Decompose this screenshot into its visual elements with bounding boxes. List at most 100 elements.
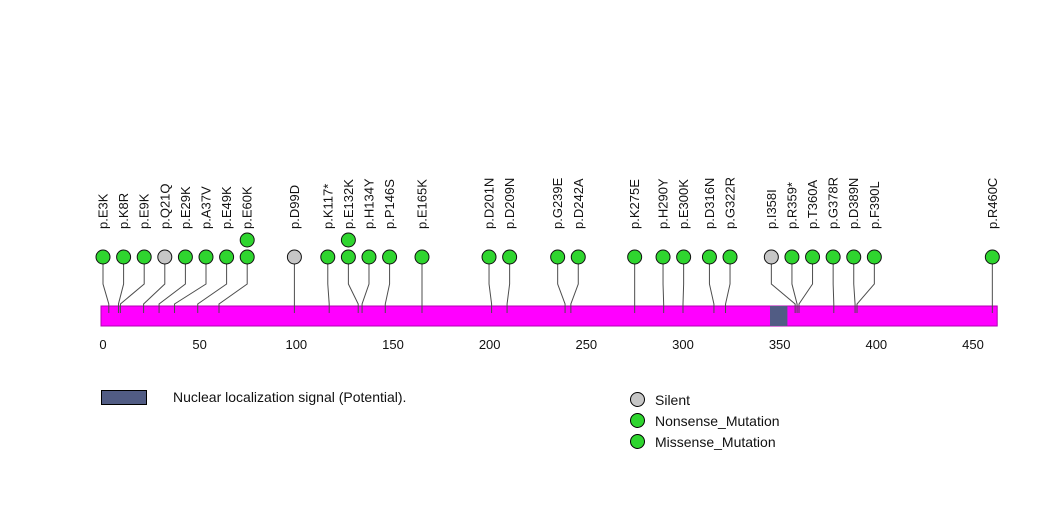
mutation-label: p.E300K bbox=[676, 179, 691, 229]
mutation-stem bbox=[197, 264, 228, 313]
mutation-stem bbox=[832, 264, 835, 313]
mutation-label: p.K8R bbox=[116, 193, 131, 229]
mutation-circle bbox=[784, 249, 800, 265]
axis-tick-label: 350 bbox=[769, 337, 791, 352]
mutation-label: p.I358I bbox=[764, 189, 779, 229]
mutation-label: p.E29K bbox=[178, 186, 193, 229]
mutation-circle bbox=[157, 249, 173, 265]
mutation-label: p.G322R bbox=[723, 177, 738, 229]
mutation-label: p.E165K bbox=[415, 179, 430, 229]
mutation-label: p.E3K bbox=[96, 193, 111, 229]
mutation-circle bbox=[198, 249, 214, 265]
mutation-circle bbox=[676, 249, 692, 265]
mutation-stem bbox=[708, 264, 715, 313]
mutation-circle bbox=[219, 249, 235, 265]
mutation-circle bbox=[481, 249, 497, 265]
mutation-circle bbox=[361, 249, 377, 265]
mutation-circle bbox=[655, 249, 671, 265]
mutation-label: p.E9K bbox=[137, 193, 152, 229]
mutation-circle bbox=[239, 232, 255, 248]
mutation-stem bbox=[347, 264, 359, 313]
axis-tick-label: 450 bbox=[962, 337, 984, 352]
mutation-stem bbox=[143, 264, 166, 313]
mutation-stem bbox=[570, 264, 579, 313]
mutation-stem bbox=[853, 264, 856, 313]
mutation-label: p.H134Y bbox=[361, 178, 376, 229]
domain-rect bbox=[770, 306, 788, 326]
mutation-stem bbox=[506, 264, 511, 313]
silent-color-swatch bbox=[630, 392, 645, 407]
mutation-circle bbox=[340, 232, 356, 248]
domain-legend: Nuclear localization signal (Potential). bbox=[101, 389, 406, 405]
mutation-label: p.E132K bbox=[341, 179, 356, 229]
mutation-label: p.D389N bbox=[846, 178, 861, 229]
mutation-stem bbox=[725, 264, 731, 313]
mutation-circle bbox=[502, 249, 518, 265]
domain-legend-label: Nuclear localization signal (Potential). bbox=[173, 389, 407, 405]
mutation-label: p.G378R bbox=[826, 177, 841, 229]
mutation-circle bbox=[722, 249, 738, 265]
mutation-stem bbox=[102, 264, 110, 313]
mutation-circle bbox=[701, 249, 717, 265]
mutation-circle bbox=[239, 249, 255, 265]
axis-tick-label: 200 bbox=[479, 337, 501, 352]
mutation-stem bbox=[218, 264, 248, 313]
mutation-stem bbox=[361, 264, 370, 313]
mutation-stem bbox=[682, 264, 685, 313]
mutation-circle bbox=[414, 249, 430, 265]
axis-tick-label: 300 bbox=[672, 337, 694, 352]
mutation-circle bbox=[550, 249, 566, 265]
mutation-label: p.K275E bbox=[627, 179, 642, 229]
mutation-circle bbox=[177, 249, 193, 265]
mutation-stem bbox=[117, 264, 125, 313]
mutation-circle bbox=[846, 249, 862, 265]
mutation-label: p.G239E bbox=[550, 177, 565, 229]
mutation-label: p.K117* bbox=[320, 184, 335, 229]
mutation-stem bbox=[119, 264, 145, 313]
mutation-label: p.T360A bbox=[805, 180, 820, 229]
legend-label-missense: Missense_Mutation bbox=[655, 433, 776, 450]
mutation-circle bbox=[95, 249, 111, 265]
mutation-label: p.E49K bbox=[219, 186, 234, 229]
mutation-label: p.D201N bbox=[482, 178, 497, 229]
legend-label-nonsense: Nonsense_Mutation bbox=[655, 412, 780, 429]
mutation-label: p.H290Y bbox=[656, 178, 671, 229]
mutation-label: p.P146S bbox=[382, 179, 397, 229]
mutation-stem bbox=[662, 264, 665, 313]
mutation-circle bbox=[286, 249, 302, 265]
mutation-stem bbox=[798, 264, 814, 313]
axis-tick-label: 0 bbox=[99, 337, 106, 352]
nonsense-color-swatch bbox=[630, 413, 645, 428]
mutation-type-legend: Silent Nonsense_Mutation Missense_Mutati… bbox=[630, 389, 780, 452]
mutation-stem bbox=[384, 264, 391, 313]
mutation-label: p.A37V bbox=[199, 186, 214, 229]
missense-color-swatch bbox=[630, 434, 645, 449]
mutation-stem bbox=[791, 264, 798, 313]
mutation-label: p.R359* bbox=[784, 182, 799, 229]
mutation-label: p.F390L bbox=[867, 181, 882, 229]
mutation-label: p.Q21Q bbox=[157, 183, 172, 229]
mutation-stem bbox=[327, 264, 330, 313]
axis-tick-label: 250 bbox=[575, 337, 597, 352]
mutation-circle bbox=[570, 249, 586, 265]
mutation-stem bbox=[174, 264, 207, 313]
mutation-circle bbox=[866, 249, 882, 265]
mutation-circle bbox=[763, 249, 779, 265]
axis-tick-label: 400 bbox=[865, 337, 887, 352]
mutation-label: p.D242A bbox=[571, 178, 586, 229]
legend-item-missense: Missense_Mutation bbox=[630, 431, 780, 452]
axis-tick-label: 150 bbox=[382, 337, 404, 352]
mutation-circle bbox=[805, 249, 821, 265]
domain-color-swatch bbox=[101, 389, 147, 405]
mutation-circle bbox=[825, 249, 841, 265]
mutation-stem bbox=[488, 264, 493, 313]
axis-tick-label: 100 bbox=[285, 337, 307, 352]
mutation-stem bbox=[158, 264, 186, 313]
mutation-label: p.R460C bbox=[985, 178, 1000, 229]
mutation-circle bbox=[116, 249, 132, 265]
legend-item-nonsense: Nonsense_Mutation bbox=[630, 410, 780, 431]
mutation-label: p.E60K bbox=[240, 186, 255, 229]
legend-label-silent: Silent bbox=[655, 391, 691, 408]
